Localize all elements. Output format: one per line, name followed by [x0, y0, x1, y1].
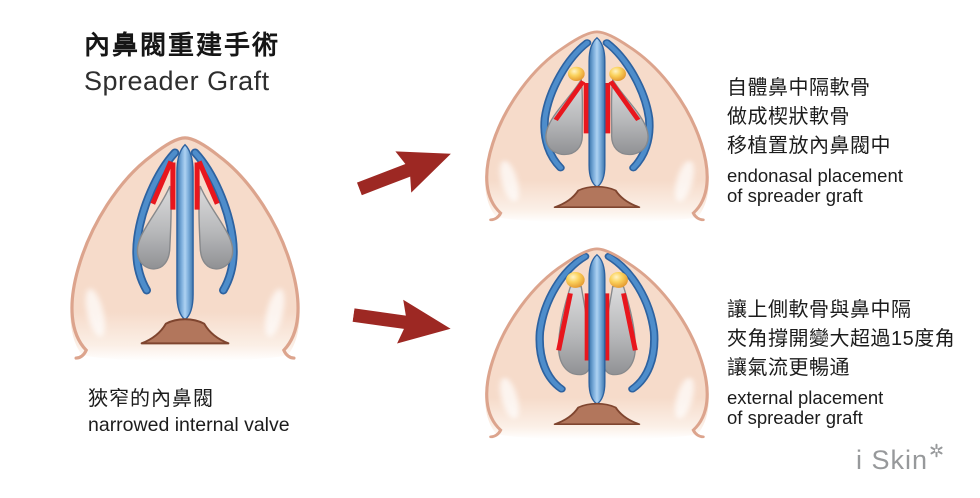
upper-lateral-cartilage-right: [190, 148, 238, 295]
arrow-to-external-icon: [352, 299, 451, 344]
wide-valve-angle-marker-right: [604, 292, 638, 361]
external-annotation: 讓上側軟骨與鼻中隔 夾角撐開變大超過15度角 讓氣流更暢通 external p…: [727, 296, 977, 428]
opened-valve-angle-marker-left: [553, 80, 589, 134]
external-en-line-2: of spreader graft: [727, 407, 863, 428]
page-title-zh: 內鼻閥重建手術: [84, 30, 281, 60]
skin-sheen-left: [499, 160, 519, 202]
nasal-spine-base: [553, 402, 641, 426]
skin-outline: [70, 136, 300, 360]
external-en-line-1: external placement: [727, 387, 884, 408]
upper-lateral-cartilage-left: [132, 148, 180, 295]
flower-asterisk-icon: [930, 443, 943, 458]
arrow-to-endonasal-icon: [356, 151, 451, 196]
brand-logo-text: i Skin: [856, 445, 929, 475]
nasal-septum: [176, 143, 194, 321]
upper-lateral-cartilage-right: [604, 252, 659, 393]
narrowed-valve-caption: 狹窄的內鼻閥 narrowed internal valve: [88, 382, 290, 437]
skin-sheen-right: [675, 160, 694, 202]
endonasal-annotation: 自體鼻中隔軟骨 做成楔狀軟骨 移植置放內鼻閥中 endonasal placem…: [727, 74, 977, 206]
spreader-graft-right: [609, 66, 626, 81]
page-title: 內鼻閥重建手術 Spreader Graft: [84, 30, 280, 98]
endonasal-zh-line-2: 做成楔狀軟骨: [727, 106, 850, 128]
skin-sheen-right: [265, 288, 285, 337]
narrowed-valve-caption-zh: 狹窄的內鼻閥: [88, 388, 214, 410]
narrowed-valve-caption-en: narrowed internal valve: [88, 414, 290, 436]
external-zh-line-1: 讓上側軟骨與鼻中隔: [727, 299, 912, 321]
skin-sheen-left: [85, 288, 105, 337]
skin-outline: [485, 247, 709, 439]
lower-cartilage-right: [198, 185, 234, 270]
nasal-septum: [588, 36, 606, 188]
nose-diagram-narrowed-valve: [70, 136, 300, 362]
endonasal-en-line-1: endonasal placement: [727, 165, 903, 186]
endonasal-zh-line-1: 自體鼻中隔軟骨: [727, 77, 871, 99]
nasal-spine-base: [140, 318, 230, 345]
external-zh-line-3: 讓氣流更暢通: [727, 357, 850, 379]
nasal-spine-base: [553, 185, 641, 209]
brand-logo: i Skin: [856, 443, 944, 476]
endonasal-en-line-2: of spreader graft: [727, 185, 863, 206]
upper-lateral-cartilage-right: [602, 39, 654, 172]
spreader-graft-right: [609, 271, 628, 288]
skin-sheen-right: [675, 377, 694, 419]
lower-cartilage-left: [136, 185, 172, 270]
external-zh-line-2: 夾角撐開變大超過15度角: [727, 328, 956, 350]
nose-diagram-external-placement: [485, 247, 709, 440]
endonasal-zh-line-3: 移植置放內鼻閥中: [727, 135, 891, 157]
spreader-graft-left: [565, 271, 585, 288]
page-title-en: Spreader Graft: [84, 66, 270, 97]
upper-lateral-cartilage-left: [540, 39, 592, 172]
opened-valve-angle-marker-right: [605, 80, 641, 134]
spreader-graft-left: [567, 66, 585, 81]
nose-diagram-endonasal-placement: [485, 30, 709, 223]
narrow-valve-angle-marker-left: [150, 160, 176, 210]
upper-lateral-cartilage-left: [535, 252, 590, 393]
wide-valve-angle-marker-left: [556, 292, 590, 361]
nasal-septum: [588, 253, 606, 405]
narrow-valve-angle-marker-right: [194, 160, 220, 210]
skin-outline: [485, 30, 709, 222]
skin-sheen-left: [499, 377, 519, 419]
